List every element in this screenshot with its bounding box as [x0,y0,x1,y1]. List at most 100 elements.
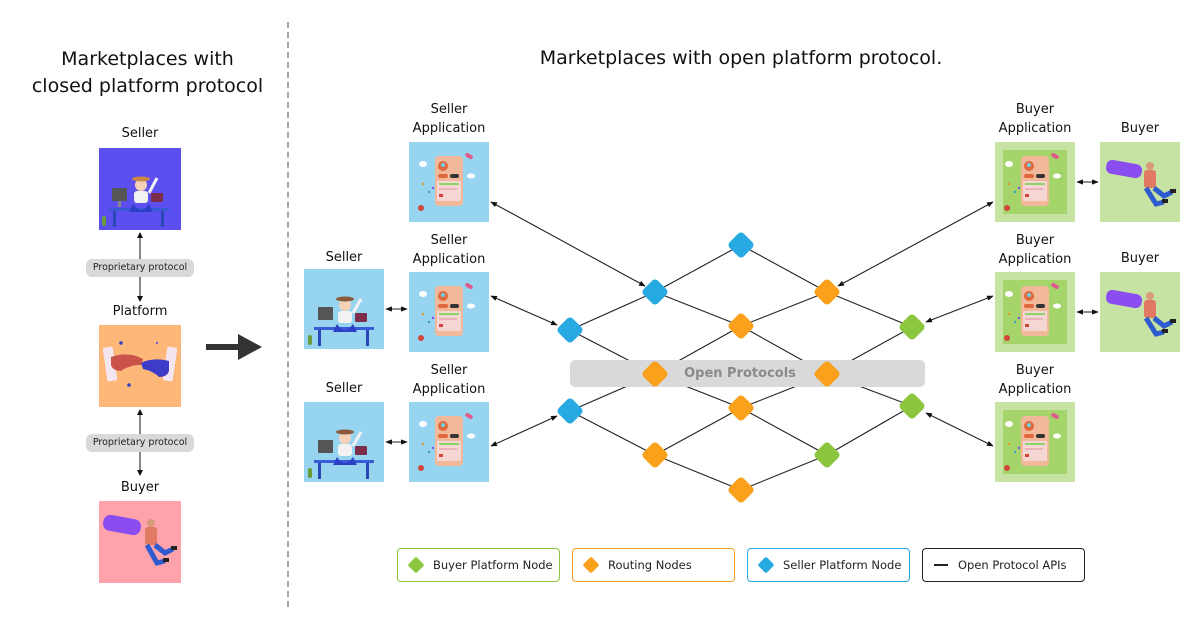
legend-blue-diamond-icon [757,556,775,574]
seller-app-1-label: Seller Application [409,100,489,138]
seller-app-1-image [409,142,489,222]
app-phone-illustration [418,413,475,471]
buyer-2-image [1100,272,1180,352]
open-protocol-api-link [654,454,742,491]
seller-node-s1 [728,232,754,258]
buyer-1-label: Buyer [1120,121,1160,136]
seller-app-1-label-line-2: Application [412,121,486,136]
legend-seller-platform-node: Seller Platform Node [747,548,910,582]
seller-node-s4 [557,398,583,424]
app-phone-illustration [1003,150,1067,214]
buyer-app-2-label-line-2: Application [998,252,1072,267]
buyer-app-1-label-line-1: Buyer [1015,102,1055,117]
buyer-app-1-label: Buyer Application [995,100,1075,138]
seller-app-2-label: Seller Application [409,231,489,269]
seller-node-s2 [642,279,668,305]
closed-title-line-2: closed platform protocol [31,75,264,97]
legend-orange-diamond-icon [582,556,600,574]
bidirectional-arrow [490,295,558,326]
buyer-app-3-label-line-2: Application [998,382,1072,397]
seller-app-3-label-line-1: Seller [430,363,468,378]
open-protocol-api-link [740,454,828,491]
buyer-app-2-label-line-1: Buyer [1015,233,1055,248]
closed-marketplace-title: Marketplaces with closed platform protoc… [30,46,265,100]
open-protocols-band [570,360,925,387]
seller-node-s3 [557,317,583,343]
buyer-node-b2 [899,393,925,419]
buyer-app-3-label-line-1: Buyer [1015,363,1055,378]
app-phone-illustration [418,153,475,211]
open-protocol-api-link [654,407,742,456]
buyer-app-3-label: Buyer Application [995,361,1075,399]
open-protocol-api-link [826,405,913,456]
buyer-flying-illustration [1106,289,1176,337]
closed-platform-image [99,325,181,407]
bidirectional-arrow [925,412,994,447]
open-marketplace-title: Marketplaces with open platform protocol… [539,47,943,69]
app-phone-illustration [418,283,475,341]
buyer-2-label: Buyer [1120,251,1160,266]
seller-app-3-label: Seller Application [409,361,489,399]
legend-line-icon [933,557,949,573]
legend-green-diamond-icon [407,556,425,574]
buyer-app-3-image [995,402,1075,482]
buyer-app-2-label: Buyer Application [995,231,1075,269]
open-protocol-api-link [654,291,742,327]
legend-open-protocol-apis: Open Protocol APIs [922,548,1085,582]
app-phone-illustration [1003,280,1067,344]
buyer-flying-illustration [103,514,177,566]
legend-buyer-platform-node: Buyer Platform Node [397,548,560,582]
open-protocol-api-link [569,410,656,456]
seller-app-1-label-line-1: Seller [430,102,468,117]
seller-app-2-label-line-1: Seller [430,233,468,248]
buyer-node-b3 [814,442,840,468]
legend-label: Seller Platform Node [783,558,902,572]
closed-seller-image [99,148,181,230]
open-protocol-api-link [740,291,828,327]
seller-app-2-label-line-2: Application [412,252,486,267]
bidirectional-arrow [925,295,994,323]
routing-node-r2 [728,313,754,339]
buyer-app-2-image [995,272,1075,352]
seller-at-desk-illustration [102,176,169,227]
proprietary-protocol-pill-1: Proprietary protocol [86,259,194,277]
closed-title-line-1: Marketplaces with [61,48,234,70]
open-protocol-api-link [654,244,742,293]
seller-2-label: Seller [325,381,363,396]
bidirectional-arrow [490,415,558,447]
handshake-illustration [102,341,178,387]
open-protocol-api-link [740,244,828,293]
seller-1-label: Seller [325,250,363,265]
closed-seller-label: Seller [121,126,159,141]
legend-label: Routing Nodes [608,558,692,572]
buyer-app-1-label-line-2: Application [998,121,1072,136]
seller-app-2-image [409,272,489,352]
bidirectional-arrow [490,201,646,287]
app-phone-illustration [1003,410,1067,474]
seller-2-image [304,402,384,482]
open-protocols-label: Open Protocols [684,366,796,381]
seller-1-image [304,269,384,349]
routing-node-r1 [814,279,840,305]
seller-app-3-image [409,402,489,482]
seller-at-desk-illustration [308,296,374,346]
arrow-right-icon [206,334,262,360]
legend-label: Buyer Platform Node [433,558,553,572]
routing-node-r5 [728,395,754,421]
seller-at-desk-illustration [308,429,374,479]
open-protocol-api-link [740,407,828,456]
bidirectional-arrow [837,201,994,287]
seller-app-3-label-line-2: Application [412,382,486,397]
section-divider [287,22,289,607]
closed-buyer-label: Buyer [120,480,160,495]
buyer-1-image [1100,142,1180,222]
open-protocol-api-link [569,291,656,331]
routing-node-r7 [728,477,754,503]
buyer-node-b1 [899,314,925,340]
legend-label: Open Protocol APIs [958,558,1067,572]
routing-node-r6 [642,442,668,468]
open-protocol-api-link [826,291,913,328]
closed-buyer-image [99,501,181,583]
buyer-app-1-image [995,142,1075,222]
proprietary-protocol-pill-2: Proprietary protocol [86,434,194,452]
